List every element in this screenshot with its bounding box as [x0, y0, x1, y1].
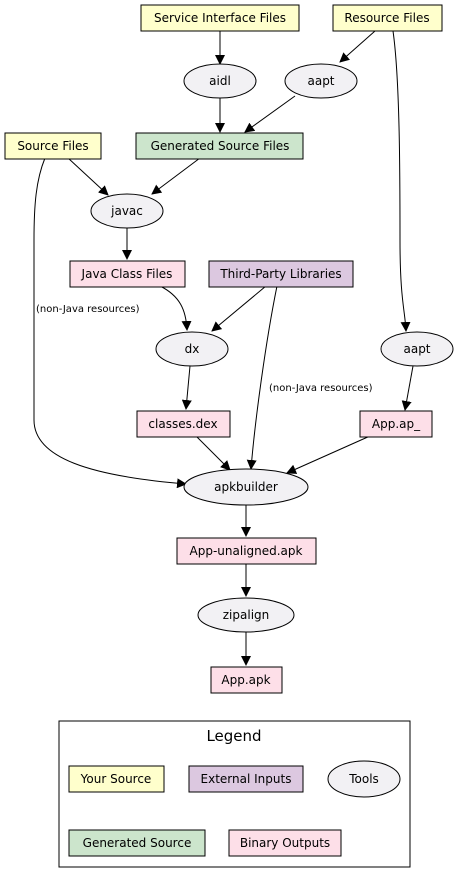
- edge-appap-to-apkbuilder: [286, 435, 371, 474]
- edge-generated-to-javac: [151, 157, 201, 195]
- edge-aapt-to-generated: [244, 95, 296, 133]
- legend-generated-source: Generated Source: [68, 829, 206, 857]
- legend-your-source: Your Source: [68, 765, 165, 793]
- edge-label-non-java-mid: (non-Java resources): [269, 383, 373, 394]
- edge-resource-to-aapt-right: [392, 30, 411, 332]
- legend-label: External Inputs: [201, 772, 292, 786]
- node-label: javac: [110, 204, 143, 218]
- edge-thirdparty-to-dx: [211, 285, 267, 332]
- node-resource-files: Resource Files: [332, 4, 443, 32]
- node-label: aidl: [209, 74, 231, 88]
- node-label: App-unaligned.apk: [190, 544, 303, 558]
- node-label: App.apk: [221, 673, 270, 687]
- edge-source-to-javac: [67, 157, 109, 196]
- edge-thirdparty-to-apkbuilder: [246, 285, 278, 470]
- legend-label: Tools: [348, 772, 379, 786]
- node-aidl: aidl: [183, 63, 257, 99]
- node-dx: dx: [155, 331, 229, 367]
- node-label: dx: [185, 342, 200, 356]
- node-label: Java Class Files: [81, 267, 173, 281]
- node-label: Resource Files: [344, 11, 429, 25]
- node-app-ap: App.ap_: [359, 410, 433, 438]
- node-java-class-files: Java Class Files: [69, 260, 186, 288]
- node-third-party-libraries: Third-Party Libraries: [208, 260, 354, 288]
- node-label: Service Interface Files: [154, 11, 286, 25]
- legend-external-inputs: External Inputs: [188, 765, 304, 793]
- node-app-unaligned-apk: App-unaligned.apk: [176, 537, 317, 565]
- node-classes-dex: classes.dex: [136, 410, 231, 438]
- edge-classfiles-to-dx: [159, 285, 192, 331]
- legend-label: Generated Source: [83, 836, 192, 850]
- node-source-files: Source Files: [4, 132, 102, 160]
- legend: Legend Your Source External Inputs Tools…: [58, 720, 411, 868]
- node-generated-source-files: Generated Source Files: [135, 132, 304, 160]
- node-service-interface-files: Service Interface Files: [140, 4, 300, 32]
- legend-label: Binary Outputs: [240, 836, 330, 850]
- edge-resource-to-aapt-top: [339, 30, 376, 63]
- legend-title: Legend: [206, 727, 261, 745]
- node-label: classes.dex: [148, 417, 217, 431]
- node-javac: javac: [90, 193, 164, 229]
- node-aapt-top: aapt: [284, 63, 358, 99]
- node-label: apkbuilder: [214, 480, 278, 494]
- node-label: aapt: [307, 74, 334, 88]
- node-zipalign: zipalign: [197, 597, 295, 633]
- edge-classesdex-to-apkbuilder: [195, 435, 231, 471]
- node-label: aapt: [403, 342, 430, 356]
- edge-source-to-apkbuilder: [33, 157, 187, 489]
- node-label: zipalign: [223, 608, 270, 622]
- legend-label: Your Source: [80, 772, 152, 786]
- node-app-apk: App.apk: [210, 666, 283, 694]
- node-label: Third-Party Libraries: [219, 267, 341, 281]
- legend-binary-outputs: Binary Outputs: [228, 829, 342, 857]
- edge-dx-to-classesdex: [181, 365, 192, 410]
- node-apkbuilder: apkbuilder: [183, 468, 309, 506]
- edge-aapt-right-to-appap: [401, 365, 414, 411]
- edges: [33, 30, 414, 666]
- node-label: Source Files: [17, 139, 88, 153]
- node-label: App.ap_: [372, 417, 421, 431]
- edge-label-non-java-left: (non-Java resources): [36, 304, 140, 315]
- legend-tools: Tools: [327, 760, 401, 798]
- node-aapt-right: aapt: [380, 331, 454, 367]
- node-label: Generated Source Files: [151, 139, 290, 153]
